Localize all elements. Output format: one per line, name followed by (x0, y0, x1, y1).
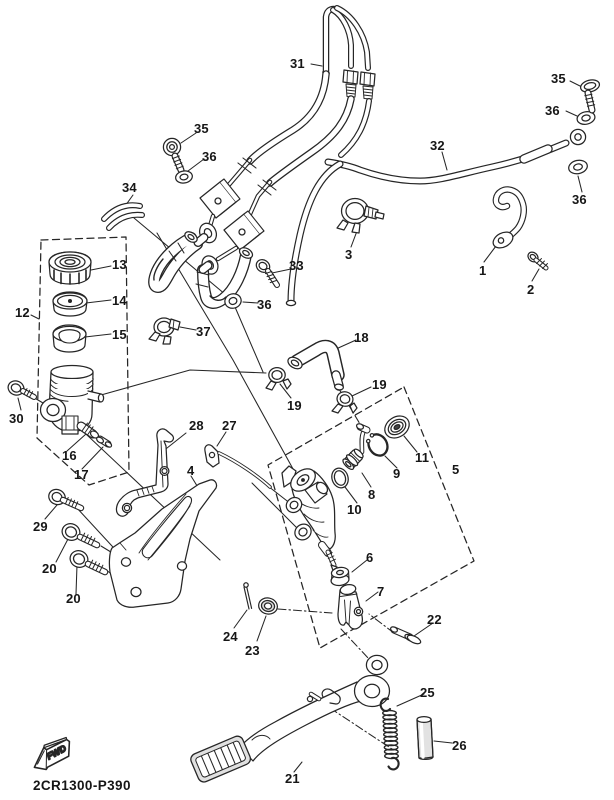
svg-text:3: 3 (345, 247, 352, 262)
svg-text:29: 29 (33, 519, 48, 534)
svg-text:2: 2 (527, 282, 534, 297)
svg-text:20: 20 (42, 561, 57, 576)
svg-text:35: 35 (551, 71, 566, 86)
svg-text:20: 20 (66, 591, 81, 606)
svg-text:10: 10 (347, 502, 362, 517)
svg-text:19: 19 (287, 398, 302, 413)
svg-text:26: 26 (452, 738, 467, 753)
svg-text:35: 35 (194, 121, 209, 136)
svg-text:9: 9 (393, 466, 400, 481)
svg-text:30: 30 (9, 411, 24, 426)
svg-text:37: 37 (196, 324, 211, 339)
svg-text:34: 34 (122, 180, 137, 195)
svg-text:13: 13 (112, 257, 127, 272)
svg-text:31: 31 (290, 56, 305, 71)
svg-text:36: 36 (202, 149, 217, 164)
svg-text:6: 6 (366, 550, 373, 565)
svg-text:24: 24 (223, 629, 238, 644)
svg-text:19: 19 (372, 377, 387, 392)
svg-text:8: 8 (368, 487, 375, 502)
svg-text:5: 5 (452, 462, 459, 477)
svg-text:18: 18 (354, 330, 369, 345)
svg-text:27: 27 (222, 418, 237, 433)
svg-text:36: 36 (257, 297, 272, 312)
svg-text:28: 28 (189, 418, 204, 433)
svg-text:17: 17 (74, 467, 89, 482)
svg-text:1: 1 (479, 263, 486, 278)
svg-text:16: 16 (62, 448, 77, 463)
svg-text:23: 23 (245, 643, 260, 658)
svg-text:2CR1300-P390: 2CR1300-P390 (33, 778, 131, 793)
svg-text:4: 4 (187, 463, 195, 478)
svg-text:7: 7 (377, 584, 384, 599)
svg-text:22: 22 (427, 612, 442, 627)
svg-text:14: 14 (112, 293, 127, 308)
svg-text:36: 36 (572, 192, 587, 207)
svg-text:25: 25 (420, 685, 435, 700)
svg-text:32: 32 (430, 138, 445, 153)
svg-text:12: 12 (15, 305, 30, 320)
svg-text:15: 15 (112, 327, 127, 342)
svg-text:33: 33 (289, 258, 304, 273)
svg-text:36: 36 (545, 103, 560, 118)
svg-text:21: 21 (285, 771, 300, 786)
svg-text:11: 11 (415, 450, 429, 465)
